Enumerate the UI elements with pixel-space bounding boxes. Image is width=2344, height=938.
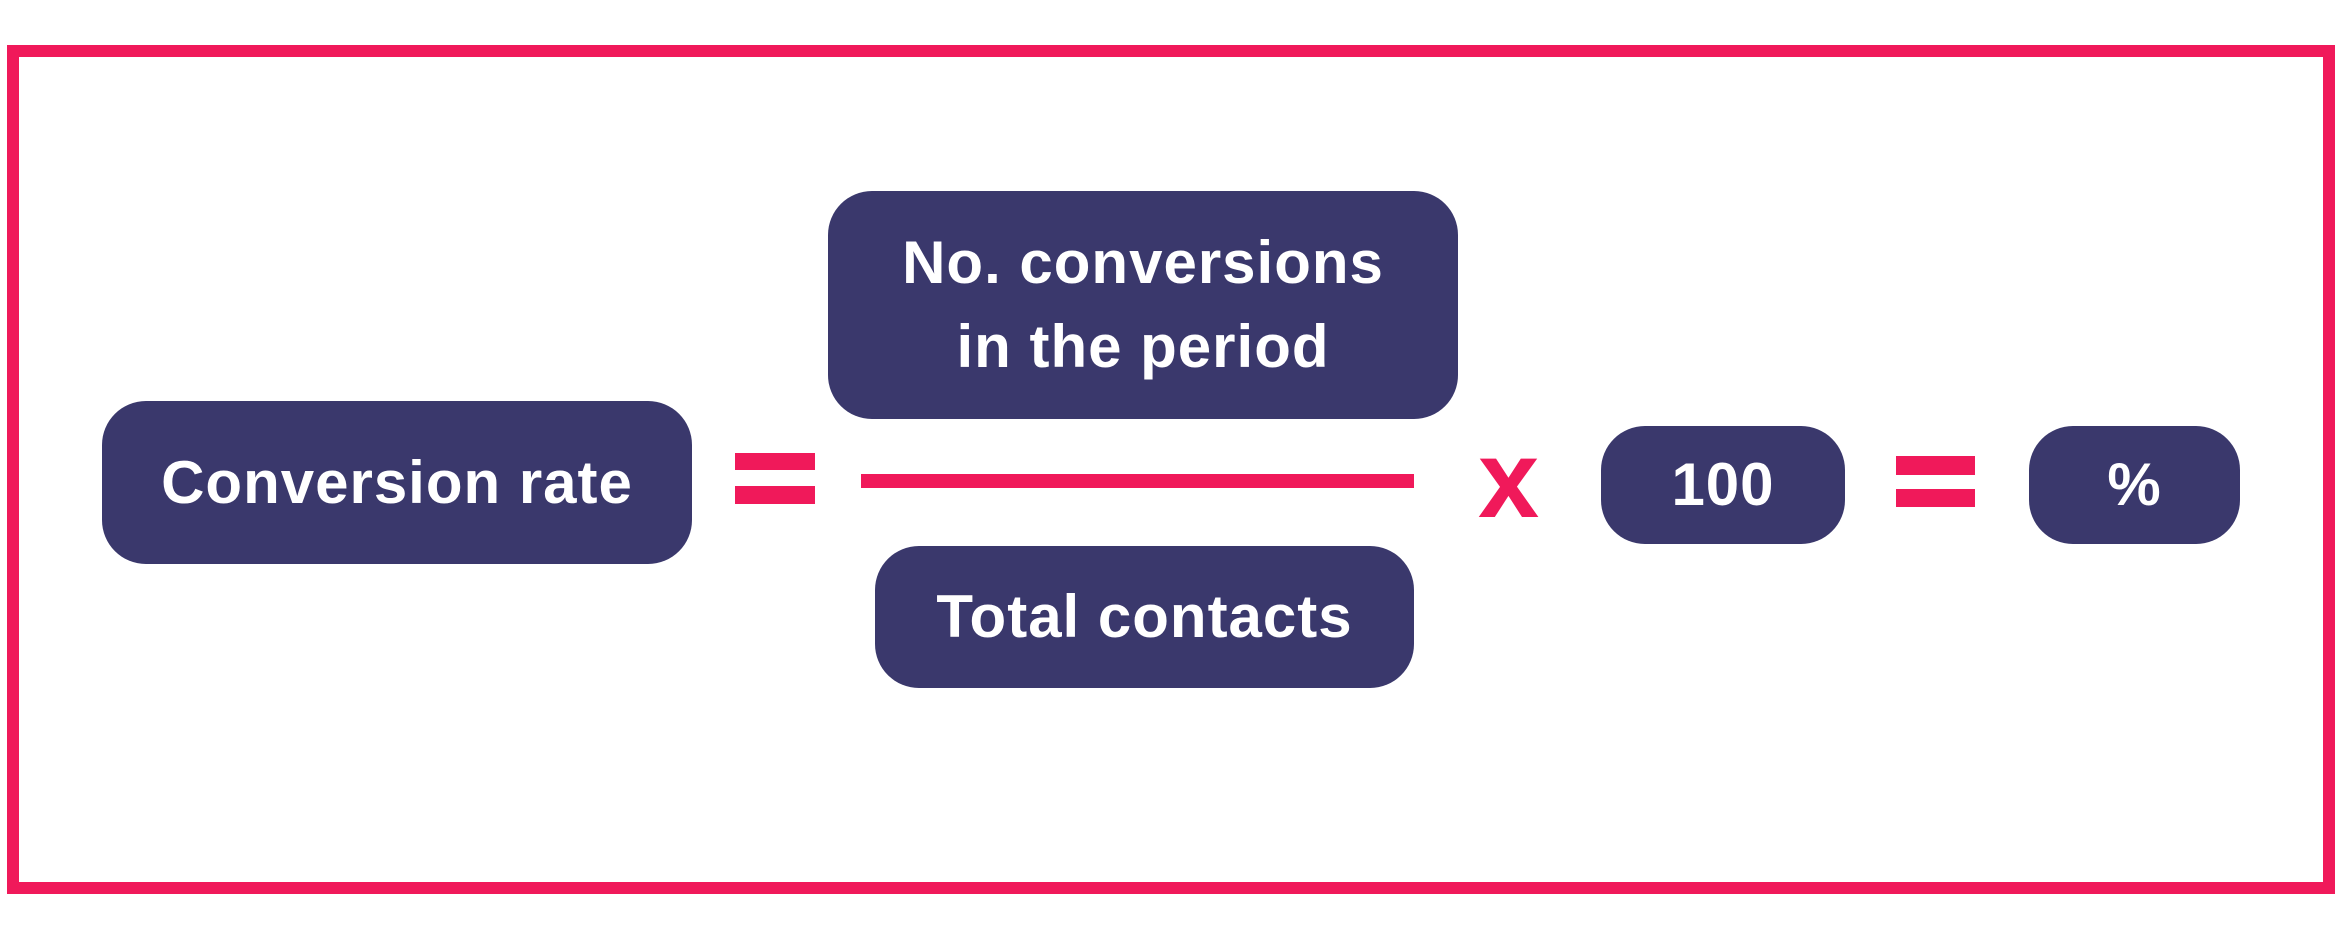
denominator-label: Total contacts	[936, 583, 1353, 650]
multiplier-label: 100	[1671, 451, 1775, 518]
conversion-rate-label: Conversion rate	[161, 448, 633, 516]
fraction-line	[861, 474, 1414, 488]
multiply-sign: x	[1478, 418, 1540, 541]
multiplier-box: 100	[1601, 426, 1845, 544]
diagram-frame	[7, 45, 2335, 894]
equals-sign-2-bottom	[1896, 489, 1975, 507]
percent-label: %	[2107, 451, 2162, 518]
equals-sign-2-top	[1896, 456, 1975, 475]
conversion-rate-box: Conversion rate	[102, 401, 692, 564]
percent-box: %	[2029, 426, 2240, 544]
denominator-box: Total contacts	[875, 546, 1414, 688]
numerator-label: No. conversions in the period	[902, 229, 1384, 380]
equals-sign-bottom	[735, 486, 815, 504]
numerator-box: No. conversions in the period	[828, 191, 1458, 419]
equals-sign-top	[735, 453, 815, 470]
